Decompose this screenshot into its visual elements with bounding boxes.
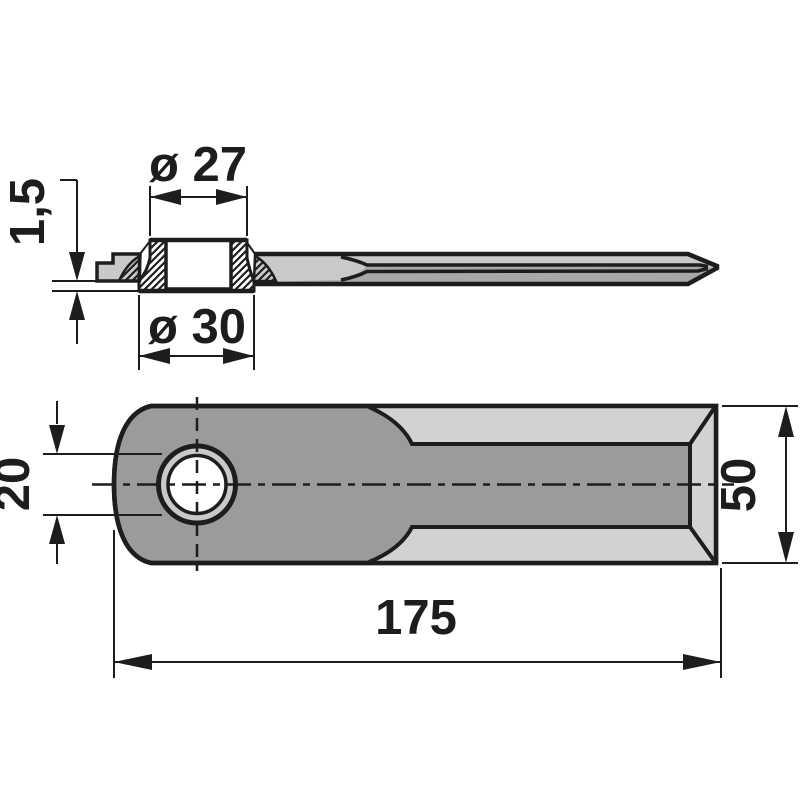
arrowhead-down: [69, 252, 85, 281]
dim-label-blade-length: 175: [375, 591, 457, 645]
dimension-hole-diameter: 20: [0, 401, 162, 564]
dimension-bushing-protrusion: 1,5: [1, 178, 140, 344]
arrowhead-down: [778, 532, 794, 563]
dim-label-bushing-protrusion: 1,5: [1, 178, 55, 246]
dimension-bushing-top-diameter: ø 27: [149, 138, 248, 236]
blade-bevel-region: [369, 406, 716, 563]
arrowhead-left: [114, 654, 152, 670]
extension-lines: [52, 280, 140, 292]
bushing-bore: [164, 238, 233, 291]
extension-lines: [113, 530, 722, 678]
arrowhead-right: [223, 348, 254, 364]
blade-outline: [254, 251, 720, 287]
arrowhead-left: [150, 189, 181, 205]
blade-bevel-line-lower: [340, 266, 709, 282]
plan-view: 20 50 175: [0, 397, 798, 678]
extension-lines: [43, 453, 162, 516]
arrowhead-right: [683, 654, 721, 670]
dimension-bushing-flange-diameter: ø 30: [138, 295, 255, 370]
bevel-corner-diagonals: [688, 405, 717, 564]
arrowhead-right: [216, 189, 247, 205]
dim-label-blade-width: 50: [712, 458, 766, 513]
dimension-blade-length: 175: [113, 530, 722, 678]
dim-label-bushing-flange-diameter: ø 30: [148, 300, 246, 354]
extension-lines: [722, 405, 798, 564]
countersink-hatch-left: [117, 253, 142, 283]
dim-label-hole-diameter: 20: [0, 457, 40, 512]
arrowhead-down: [49, 425, 65, 454]
blade-bevel-line-upper: [340, 255, 709, 269]
countersink-hatch-right: [252, 253, 278, 283]
arrowhead-up: [49, 515, 65, 544]
arrowhead-left: [139, 348, 170, 364]
dimension-blade-width: 50: [712, 405, 798, 564]
extension-lines: [138, 295, 255, 370]
arrowhead-up: [69, 291, 85, 320]
chamfer-edge-left: [139, 240, 151, 255]
extension-lines: [149, 186, 248, 236]
bushing-wall-left: [137, 238, 168, 293]
dim-label-bushing-top-diameter: ø 27: [149, 138, 247, 192]
arrowhead-up: [778, 406, 794, 437]
blade-plan-outline: [111, 403, 719, 566]
side-section-view: ø 27 ø 30 1,5: [1, 138, 720, 370]
